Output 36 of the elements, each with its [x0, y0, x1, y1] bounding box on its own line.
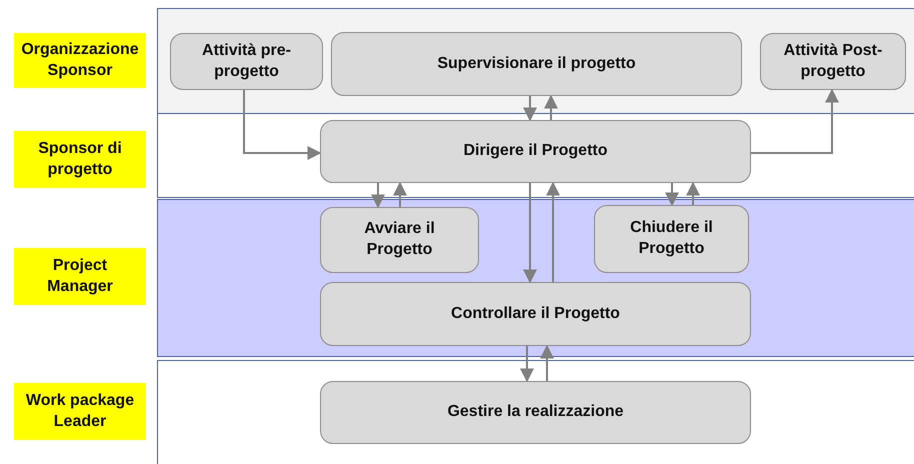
box-text: Gestire la realizzazione — [447, 402, 624, 422]
arrow — [751, 88, 839, 154]
lane-title: Sponsor di progetto — [37, 138, 123, 180]
arrow — [393, 182, 407, 207]
arrow — [243, 90, 322, 160]
lane-label — [14, 248, 146, 305]
process-box — [320, 120, 751, 183]
lane-label — [14, 131, 146, 188]
arrow — [540, 344, 554, 381]
process-box — [331, 32, 742, 96]
lane-title: Organizzazione Sponsor — [20, 40, 140, 80]
process-box — [594, 205, 749, 273]
arrow — [544, 94, 558, 120]
arrow — [665, 183, 679, 206]
lane-title: Project Manager — [46, 256, 114, 296]
box-text: Dirigere il Progetto — [463, 141, 608, 162]
arrow — [520, 346, 534, 382]
process-box — [320, 381, 751, 444]
box-text: Avviare il Progetto — [363, 219, 436, 260]
arrow — [523, 183, 537, 284]
process-box — [320, 207, 479, 273]
box-text: Chiudere il Progetto — [629, 218, 714, 259]
arrow — [371, 183, 385, 208]
arrow — [546, 182, 560, 282]
process-box — [170, 33, 323, 90]
process-box — [320, 282, 751, 346]
box-text: Controllare il Progetto — [451, 304, 620, 324]
box-text: Attività pre-progetto — [201, 40, 292, 82]
lane-label — [14, 33, 146, 88]
box-text: Attività Post-progetto — [782, 40, 884, 82]
box-text: Supervisionare il progetto — [437, 54, 636, 74]
process-box — [760, 33, 906, 90]
arrow — [523, 96, 537, 122]
lane-title: Work package Leader — [24, 390, 136, 432]
lane-label — [14, 383, 146, 440]
arrow — [686, 182, 700, 205]
